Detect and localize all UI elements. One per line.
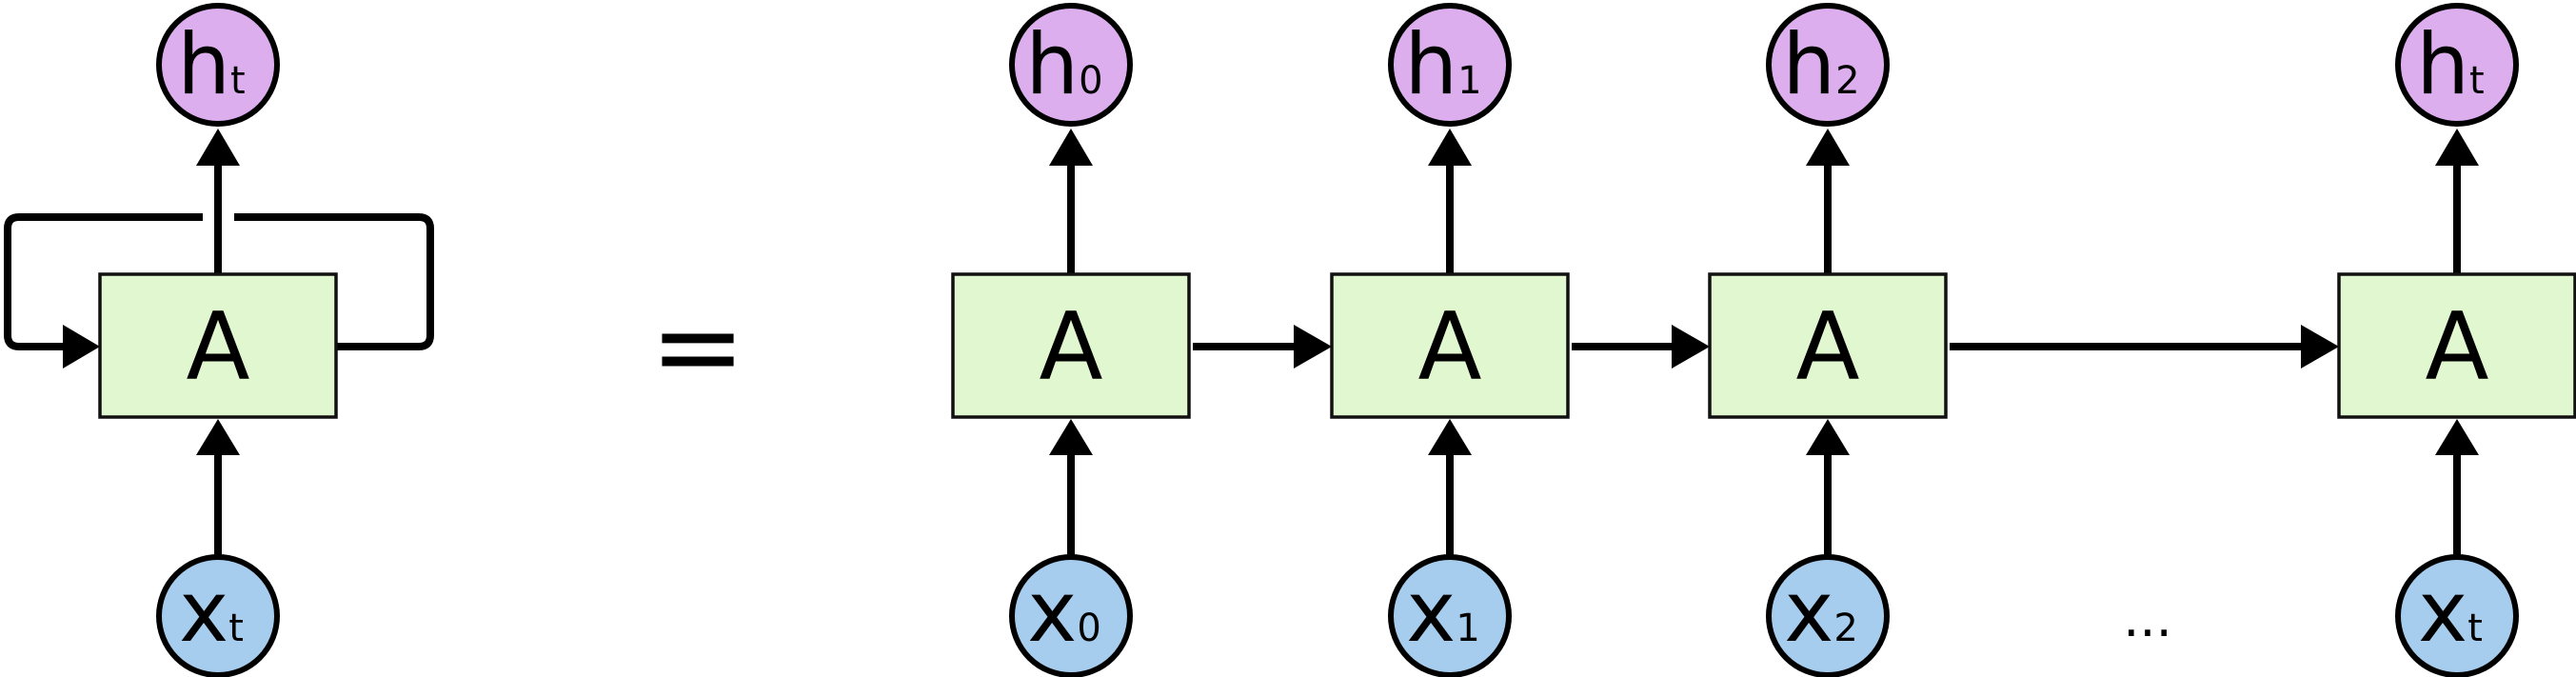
rolled-rnn: A ht xt: [4, 3, 434, 677]
output-node-0: [1009, 3, 1133, 127]
input-arrowhead-1: [1428, 419, 1472, 455]
output-node-1: [1388, 3, 1512, 127]
cell-label-2: A: [1795, 293, 1859, 402]
output-label-1: h1: [1404, 15, 1481, 113]
rolled-output-sub: t: [230, 59, 246, 103]
output-sub-3: t: [2469, 59, 2485, 103]
recurrent-loop-right: [234, 213, 434, 350]
recurrent-loop-arrowhead: [63, 325, 100, 368]
input-main-2: x: [1784, 563, 1833, 661]
input-main-0: x: [1027, 563, 1077, 661]
output-sub-1: 1: [1457, 59, 1481, 103]
input-main-1: x: [1406, 563, 1456, 661]
input-arrowhead-0: [1049, 419, 1093, 455]
output-main-1: h: [1404, 15, 1457, 113]
rolled-output-main: h: [177, 15, 230, 113]
output-arrowhead-3: [2435, 129, 2479, 166]
rolled-cell: [98, 272, 338, 419]
input-node-1: [1388, 554, 1512, 677]
input-sub-1: 1: [1456, 607, 1479, 650]
output-arrowhead-0: [1049, 129, 1093, 166]
rolled-input-sub: t: [228, 607, 244, 650]
cell-0: [951, 272, 1191, 419]
rolled-cell-label: A: [186, 293, 249, 402]
rolled-output-node: [156, 3, 280, 127]
output-sub-0: 0: [1079, 59, 1102, 103]
cell-label-3: A: [2425, 293, 2488, 402]
hidden-state-arrowhead-1: [1672, 325, 1710, 368]
output-arrowhead-2: [1806, 129, 1850, 166]
input-node-0: [1009, 554, 1133, 677]
rolled-input-node: [156, 554, 280, 677]
output-node-3: [2395, 3, 2519, 127]
input-sub-2: 2: [1833, 607, 1857, 650]
input-label-0: x0: [1027, 563, 1101, 661]
cell-1: [1330, 272, 1570, 419]
output-label-3: ht: [2416, 15, 2484, 113]
rolled-output-label: ht: [177, 15, 245, 113]
rolled-input-main: x: [179, 563, 228, 661]
input-sub-3: t: [2467, 607, 2483, 650]
input-label-1: x1: [1406, 563, 1480, 661]
input-sub-0: 0: [1077, 607, 1100, 650]
input-node-3: [2395, 554, 2519, 677]
output-node-2: [1766, 3, 1890, 127]
rolled-input-arrowhead: [196, 419, 240, 455]
hidden-state-arrowhead-0: [1294, 325, 1332, 368]
output-sub-2: 2: [1835, 59, 1859, 103]
equals-sign: =: [650, 281, 746, 413]
cell-2: [1708, 272, 1948, 419]
output-arrowhead-1: [1428, 129, 1472, 166]
input-arrowhead-3: [2435, 419, 2479, 455]
ellipsis: ...: [2123, 588, 2172, 648]
input-label-2: x2: [1784, 563, 1858, 661]
hidden-state-arrowhead-2: [2301, 325, 2339, 368]
rolled-output-arrowhead: [196, 129, 240, 166]
input-arrowhead-2: [1806, 419, 1850, 455]
input-main-3: x: [2418, 563, 2467, 661]
output-main-0: h: [1025, 15, 1079, 113]
output-label-2: h2: [1782, 15, 1859, 113]
rolled-input-label: xt: [179, 563, 244, 661]
output-main-3: h: [2416, 15, 2469, 113]
input-label-3: xt: [2418, 563, 2483, 661]
input-node-2: [1766, 554, 1890, 677]
cell-label-1: A: [1417, 293, 1481, 402]
cell-label-0: A: [1039, 293, 1102, 402]
output-main-2: h: [1782, 15, 1835, 113]
output-label-0: h0: [1025, 15, 1102, 113]
cell-3: [2337, 272, 2576, 419]
recurrent-loop-left: [4, 213, 203, 350]
